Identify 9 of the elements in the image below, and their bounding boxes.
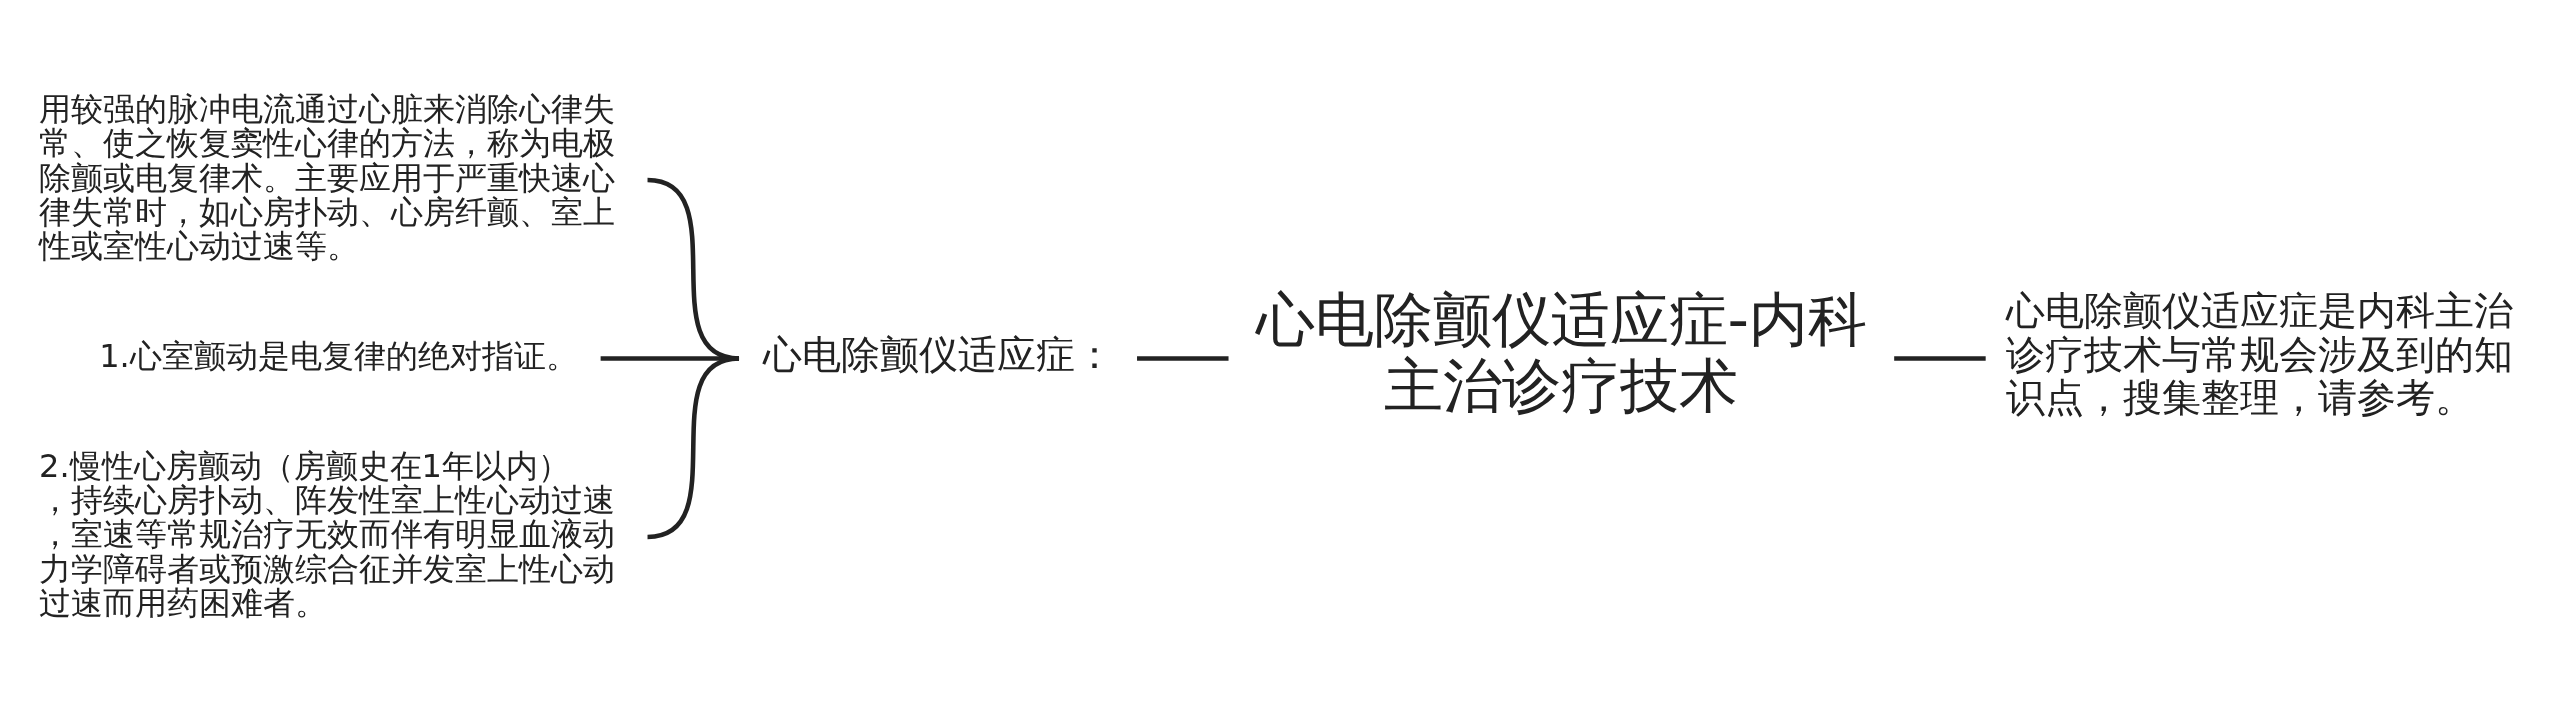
node-text: 心电除颤仪适应症： xyxy=(762,331,1114,377)
node-text: 心电除颤仪适应症是内科主治诊疗技术与常规会涉及到的知识点，搜集整理，请参考。 xyxy=(2006,288,2514,421)
node-text: 1.心室颤动是电复律的绝对指证。 xyxy=(99,336,578,375)
node-text: 用较强的脉冲电流通过心脏来消除心律失常、使之恢复窦性心律的方法，称为电极除颤或电复律术。主要应用于严重快速心律失常时，如心房扑动、心房纤颤、室上性或室性心动过速等。 xyxy=(39,89,616,266)
connector xyxy=(647,356,740,540)
connector xyxy=(1137,356,1229,361)
node-text: 2.慢性心房颤动（房颤史在1年以内），持续心房扑动、阵发性室上性心动过速，室速等常规治疗无效而伴有明显血液动力学障碍者或预激综合征并发室上性心动过速而用药困难者。 xyxy=(39,446,616,623)
node-text: 心电除颤仪适应症-内科主治诊疗技术 xyxy=(1255,284,1868,421)
connector xyxy=(1894,356,1986,361)
